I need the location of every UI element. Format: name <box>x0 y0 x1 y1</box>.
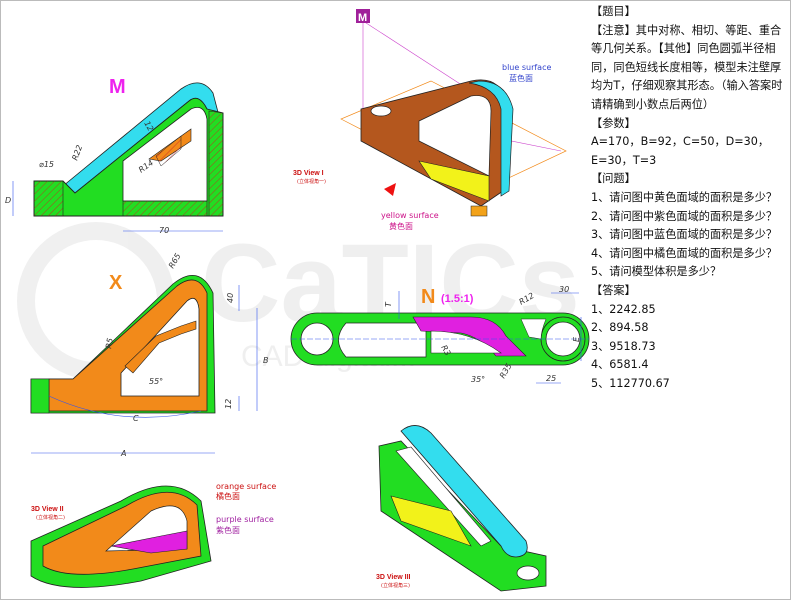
v3-title: 3D View III <box>376 574 411 581</box>
x-dim-r5: R5 <box>104 337 115 349</box>
params-text: A=170，B=92，C=50，D=30，E=30，T=3 <box>591 135 770 167</box>
x-dim-c: C <box>133 414 139 423</box>
questions-tag: 【问题】 <box>591 172 636 186</box>
view-n-scale: (1.5:1) <box>441 293 474 305</box>
m-dim-phi15: ⌀15 <box>39 160 54 169</box>
question-panel: 【题目】 【注意】其中对称、相切、等距、重合等几何关系。【其他】同色圆弧半径相同… <box>591 3 791 393</box>
yellow-surface-label: yellow surface <box>381 211 439 220</box>
m-dim-70: 70 <box>159 226 169 235</box>
blue-surface-label-cn: 蓝色面 <box>509 73 533 83</box>
m-dim-r22: R22 <box>70 144 84 162</box>
answer-item: 4、6581.4 <box>591 358 649 372</box>
m-dim-d: D <box>5 196 11 205</box>
note-text: 【注意】其中对称、相切、等距、重合等几何关系。【其他】同色圆弧半径相同，同色短线… <box>591 23 783 111</box>
view-3d-3: 3D View III (立体视角三) <box>376 425 547 592</box>
v3-yellow-face <box>390 495 472 547</box>
m-view-marker <box>356 9 370 23</box>
title-tag: 【题目】 <box>591 5 636 18</box>
x-dim-r65: R65 <box>167 252 183 270</box>
v3-hole <box>516 565 540 581</box>
v1-yellow-face <box>418 160 490 202</box>
n-dim-25: 25 <box>546 374 556 383</box>
x-dim-40: 40 <box>226 293 235 303</box>
m-dim-12: 12 <box>142 120 155 133</box>
v2-purple-face <box>110 530 188 554</box>
n-dim-t: T <box>384 301 393 307</box>
params-tag: 【参数】 <box>591 116 636 130</box>
v3-blue-face <box>400 425 528 558</box>
m-view-marker-label: M <box>358 12 367 24</box>
question-item: 1、请问图中黄色面域的面积是多少？ <box>591 190 778 204</box>
view-m-label: M <box>109 76 126 98</box>
v1-subtitle: (立体视角一) <box>297 178 326 185</box>
answers-tag: 【答案】 <box>591 283 636 297</box>
x-dim-12: 12 <box>224 399 233 409</box>
question-item: 5、请问模型体积是多少？ <box>591 265 722 279</box>
question-item: 4、请问图中橘色面域的面积是多少？ <box>591 246 778 260</box>
v3-subtitle: (立体视角三) <box>381 582 410 589</box>
view-x-label: X <box>109 272 123 294</box>
orange-surface-label: orange surface <box>216 482 276 491</box>
answer-item: 1、2242.85 <box>591 302 656 316</box>
n-purple-face <box>412 316 527 357</box>
answer-item: 5、112770.67 <box>591 376 670 390</box>
purple-surface-label: purple surface <box>216 515 274 524</box>
n-dim-30: 30 <box>559 285 569 294</box>
yellow-surface-label-cn: 黄色面 <box>389 221 413 231</box>
view-n: N (1.5:1) 30 R12 T R3 35° R35 25 E <box>290 285 590 384</box>
view-n-label: N <box>421 286 435 308</box>
v2-subtitle: (立体视角二) <box>36 514 65 521</box>
v1-blue-face <box>468 80 514 197</box>
orange-surface-label-cn: 橘色面 <box>216 491 240 501</box>
m-hatch-bottom <box>122 200 208 217</box>
v1-hole <box>370 105 392 117</box>
purple-surface-label-cn: 紫色面 <box>216 525 240 535</box>
answer-item: 3、9518.73 <box>591 339 656 353</box>
x-dim-a: A <box>120 449 126 458</box>
question-item: 2、请问图中紫色面域的面积是多少？ <box>591 209 778 223</box>
x-dim-b: B <box>263 356 269 365</box>
question-item: 3、请问图中蓝色面域的面积是多少？ <box>591 228 778 242</box>
v2-title: 3D View II <box>31 506 64 513</box>
view-3d-1: M 3D View I (立体视角一) blue surface 蓝色面 yel… <box>293 9 567 231</box>
v1-red-arrow-icon <box>384 183 396 196</box>
view-x: X 40 R65 R5 55° B 12 C A <box>30 252 269 458</box>
x-rib <box>124 320 197 374</box>
answer-item: 2、894.58 <box>591 321 649 335</box>
x-window <box>120 297 200 397</box>
m-hatch-right <box>208 110 224 217</box>
blue-surface-label: blue surface <box>502 63 551 72</box>
m-hatch-left <box>33 180 64 217</box>
n-dim-e: E <box>572 336 581 342</box>
v1-title: 3D View I <box>293 170 324 177</box>
view-m: M D ⌀15 R22 R14 12 70 <box>5 76 224 235</box>
n-dim-35: 35° <box>471 375 485 384</box>
x-dim-55: 55° <box>149 377 163 386</box>
v1-window <box>418 95 492 177</box>
view-3d-2: 3D View II (立体视角二) orange surface 橘色面 pu… <box>30 482 276 588</box>
